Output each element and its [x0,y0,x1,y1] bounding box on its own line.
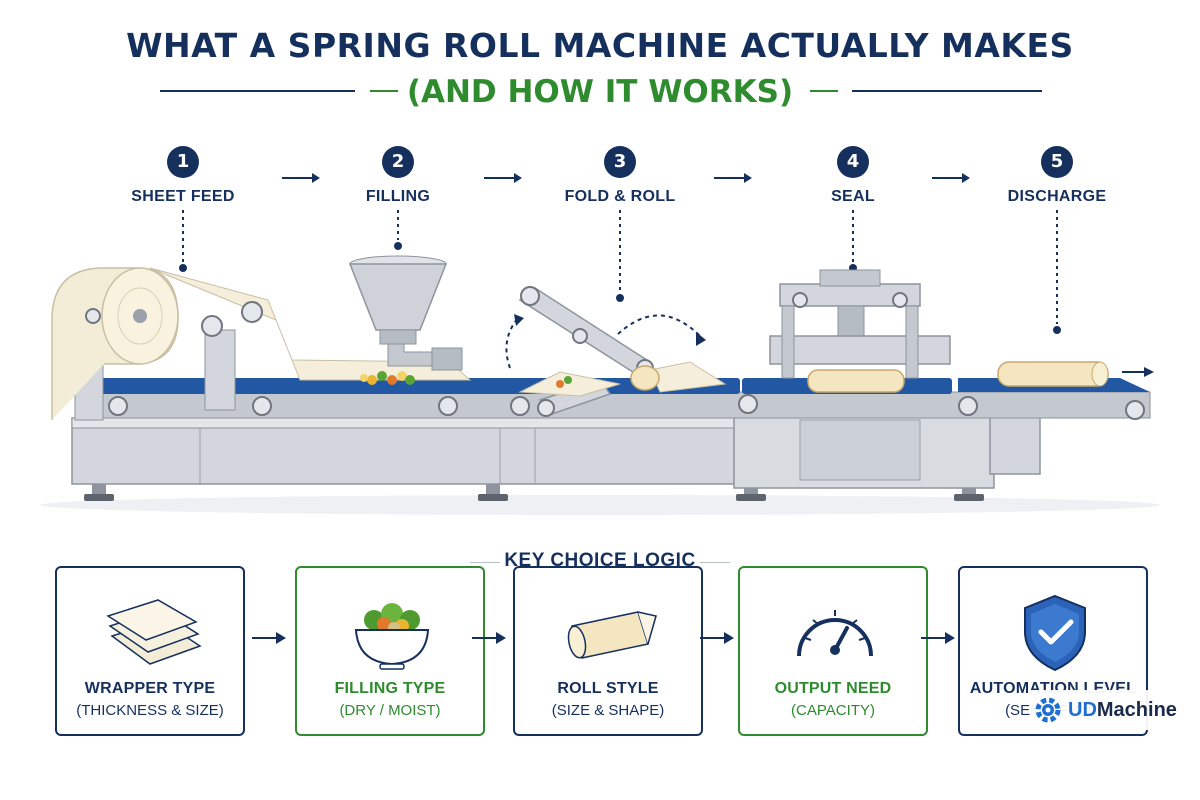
step-number: 4 [837,146,869,178]
step-sheet-feed: 1 SHEET FEED [103,146,263,206]
step-label: DISCHARGE [1007,188,1107,205]
step-arrow-icon [932,173,970,183]
subtitle-accent-right [810,90,838,92]
gauge-icon [797,610,873,657]
divider [700,562,730,563]
card-subtitle: (CAPACITY) [791,702,875,719]
brand-prefix: UD [1068,699,1097,721]
step-arrow-icon [282,173,320,183]
step-arrow-icon [484,173,522,183]
shield-check-icon [1024,594,1086,672]
step-label: FILLING [365,188,431,205]
spring-roll-icon [567,611,657,659]
step-number: 1 [167,146,199,178]
step-number: 3 [604,146,636,178]
flow-arrow-icon [700,632,734,644]
card-automation-level: AUTOMATION LEVEL (SEMI / FULL) [958,566,1148,736]
step-seal: 4 SEAL [773,146,933,206]
brand-suffix: Machine [1096,699,1177,721]
card-roll-style: ROLL STYLE (SIZE & SHAPE) [513,566,703,736]
spring-roll-machine-illustration [40,210,1160,515]
step-label: FOLD & ROLL [564,188,676,205]
card-subtitle: (SIZE & SHAPE) [551,702,665,719]
key-choice-logic-title: KEY CHOICE LOGIC [504,550,696,571]
step-arrow-icon [714,173,752,183]
card-subtitle: (DRY / MOIST) [339,702,441,719]
subtitle-rule-right [852,90,1042,92]
salad-bowl-icon [354,603,430,670]
card-title: FILLING TYPE [334,680,446,697]
page-title: WHAT A SPRING ROLL MACHINE ACTUALLY MAKE… [126,26,1074,65]
flow-arrow-icon [472,632,506,644]
step-discharge: 5 DISCHARGE [977,146,1137,206]
card-title: OUTPUT NEED [774,680,892,697]
subtitle-accent-left [370,90,398,92]
step-label: SEAL [831,188,875,205]
flow-arrow-icon [252,632,286,644]
card-subtitle: (THICKNESS & SIZE) [76,702,224,719]
wrapper-sheets-icon [106,599,202,665]
step-filling: 2 FILLING [318,146,478,206]
key-choice-logic-header: KEY CHOICE LOGIC [0,548,1200,578]
card-title: ROLL STYLE [557,680,659,697]
step-number: 5 [1041,146,1073,178]
divider [470,562,500,563]
card-filling-type: FILLING TYPE (DRY / MOIST) [295,566,485,736]
step-label: SHEET FEED [131,188,235,205]
subtitle-rule-left [160,90,355,92]
gear-icon [1035,697,1061,723]
card-output-need: OUTPUT NEED (CAPACITY) [738,566,928,736]
step-number: 2 [382,146,414,178]
card-title: WRAPPER TYPE [84,680,216,697]
card-wrapper-type: WRAPPER TYPE (THICKNESS & SIZE) [55,566,245,736]
subtitle-row: (AND HOW IT WORKS) [0,72,1200,112]
brand-logo: UDMachine [1030,690,1190,730]
flow-arrow-icon [921,632,955,644]
brand-name: UDMachine [1068,699,1177,722]
step-fold-roll: 3 FOLD & ROLL [540,146,700,206]
page-subtitle: (AND HOW IT WORKS) [406,74,794,110]
